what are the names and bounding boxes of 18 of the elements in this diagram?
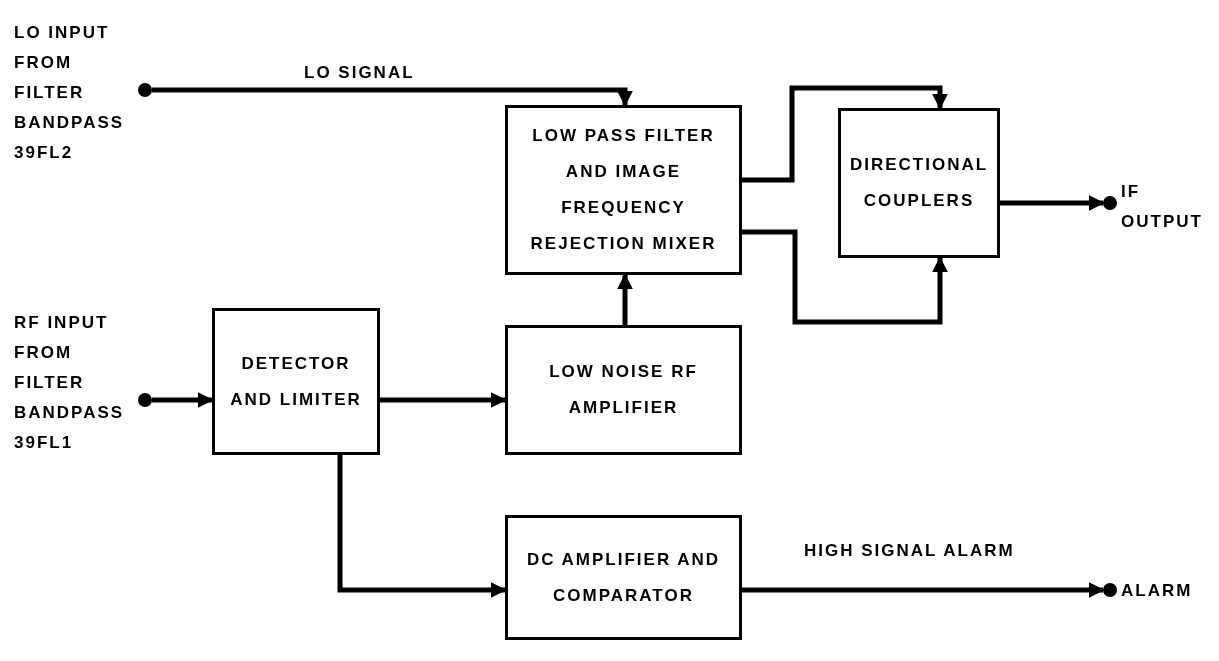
arrow <box>152 392 214 408</box>
arrow <box>380 392 507 408</box>
arrow <box>1000 195 1105 211</box>
arrow <box>617 273 633 325</box>
arrow <box>742 229 948 325</box>
process-box: LOW NOISE RF AMPLIFIER <box>505 325 742 455</box>
process-box: DIRECTIONAL COUPLERS <box>838 108 1000 258</box>
arrow <box>152 87 633 107</box>
process-box: DETECTOR AND LIMITER <box>212 308 380 455</box>
arrow <box>337 455 507 598</box>
terminal-label: RF INPUT FROM FILTER BANDPASS 39FL1 <box>14 308 152 458</box>
terminal-label: LO INPUT FROM FILTER BANDPASS 39FL2 <box>14 8 152 178</box>
arrow <box>742 582 1105 598</box>
process-box: LOW PASS FILTER AND IMAGE FREQUENCY REJECTION MIXER <box>505 105 742 275</box>
arrow <box>742 85 948 183</box>
terminal-label: IF OUTPUT <box>1103 172 1213 242</box>
process-box: DC AMPLIFIER AND COMPARATOR <box>505 515 742 640</box>
terminal-label: ALARM <box>1103 578 1209 604</box>
